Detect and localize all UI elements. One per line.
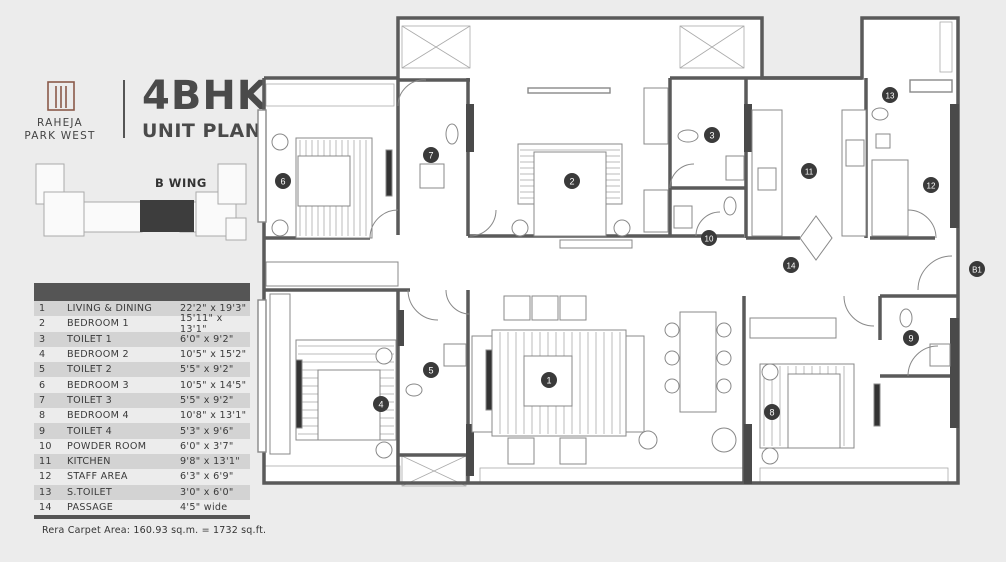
svg-text:6: 6 [280,177,285,187]
room-marker-12: 12 [923,177,939,193]
room-marker-1: 1 [541,372,557,388]
svg-text:11: 11 [805,168,814,177]
living-furniture [471,295,737,465]
legend-header [34,283,250,301]
kitchen-counters [751,109,909,237]
svg-text:3: 3 [709,131,714,141]
room-marker-4: 4 [373,396,389,412]
page-subtitle: UNIT PLAN [142,120,262,142]
room-marker-5: 5 [423,362,439,378]
key-plan [35,163,247,241]
toilet-fixtures [405,107,951,397]
room-marker-9: 9 [903,330,919,346]
svg-text:9: 9 [908,334,913,344]
room-marker-13: 13 [882,87,898,103]
room-marker-2: 2 [564,173,580,189]
structural-columns [398,104,959,484]
svg-text:1: 1 [546,376,551,386]
room-marker-3: 3 [704,127,720,143]
room-marker-14: 14 [783,257,799,273]
room-marker-11: 11 [801,163,817,179]
bedroom-3-furniture [265,133,399,287]
brand-logo-icon [47,81,75,111]
wing-label: B WING [155,176,207,190]
room-markers: 1 2 3 4 5 6 7 8 9 10 11 12 13 14 B1 [275,87,985,420]
svg-text:B1: B1 [972,266,982,275]
room-marker-b1: B1 [969,261,985,277]
brand-name-line2: PARK WEST [24,130,96,142]
b-wing-highlight [140,200,194,232]
windows [257,79,953,453]
carpet-area-note: Rera Carpet Area: 160.93 sq.m. = 1732 sq… [42,525,267,536]
room-marker-6: 6 [275,173,291,189]
svg-text:14: 14 [787,262,796,271]
room-marker-10: 10 [701,230,717,246]
page-title: 4BHK [142,73,269,119]
svg-text:4: 4 [378,400,383,410]
svg-text:2: 2 [569,177,574,187]
svg-text:7: 7 [428,151,433,161]
svg-text:5: 5 [428,366,433,376]
svg-text:10: 10 [705,235,714,244]
svg-text:13: 13 [886,92,895,101]
room-marker-8: 8 [764,404,780,420]
door-swings [369,79,953,377]
legend-footer-bar [34,515,250,520]
room-marker-7: 7 [423,147,439,163]
brand-name-line1: RAHEJA [37,117,83,129]
svg-text:8: 8 [769,408,774,418]
svg-text:12: 12 [927,182,936,191]
header-divider [123,80,125,138]
bedroom-2-furniture [269,293,397,459]
